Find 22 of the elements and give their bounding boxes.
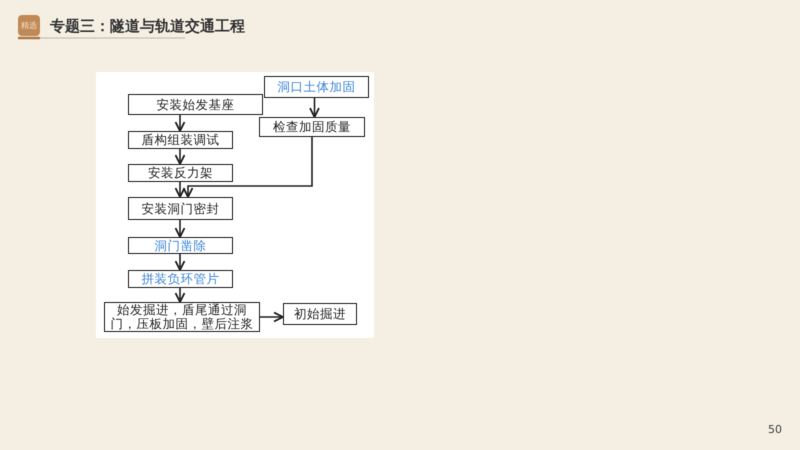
process-box: 安装洞门密封 xyxy=(128,197,233,220)
process-box: 检查加固质量 xyxy=(259,117,365,137)
arrow xyxy=(174,254,186,271)
arrow xyxy=(309,98,320,118)
arrow xyxy=(174,115,186,132)
arrow xyxy=(174,220,186,238)
slide-title: 专题三：隧道与轨道交通工程 xyxy=(50,17,245,36)
arrow xyxy=(174,149,186,165)
process-box: 安装始发基座 xyxy=(128,94,263,115)
process-box: 始发掘进，盾尾通过洞门，压板加固，壁后注浆 xyxy=(104,302,260,332)
badge: 精选 xyxy=(18,15,40,36)
arrow xyxy=(174,288,186,303)
process-box: 初始掘进 xyxy=(283,303,357,325)
process-box: 安装反力架 xyxy=(128,164,233,182)
process-box: 拼装负环管片 xyxy=(128,270,233,288)
arrow xyxy=(182,137,313,198)
page-number: 50 xyxy=(768,423,782,436)
process-box: 盾构组装调试 xyxy=(128,131,233,149)
arrow xyxy=(260,312,284,322)
process-box: 洞门凿除 xyxy=(128,237,233,254)
process-box: 洞口土体加固 xyxy=(264,76,369,98)
arrow xyxy=(174,182,186,198)
